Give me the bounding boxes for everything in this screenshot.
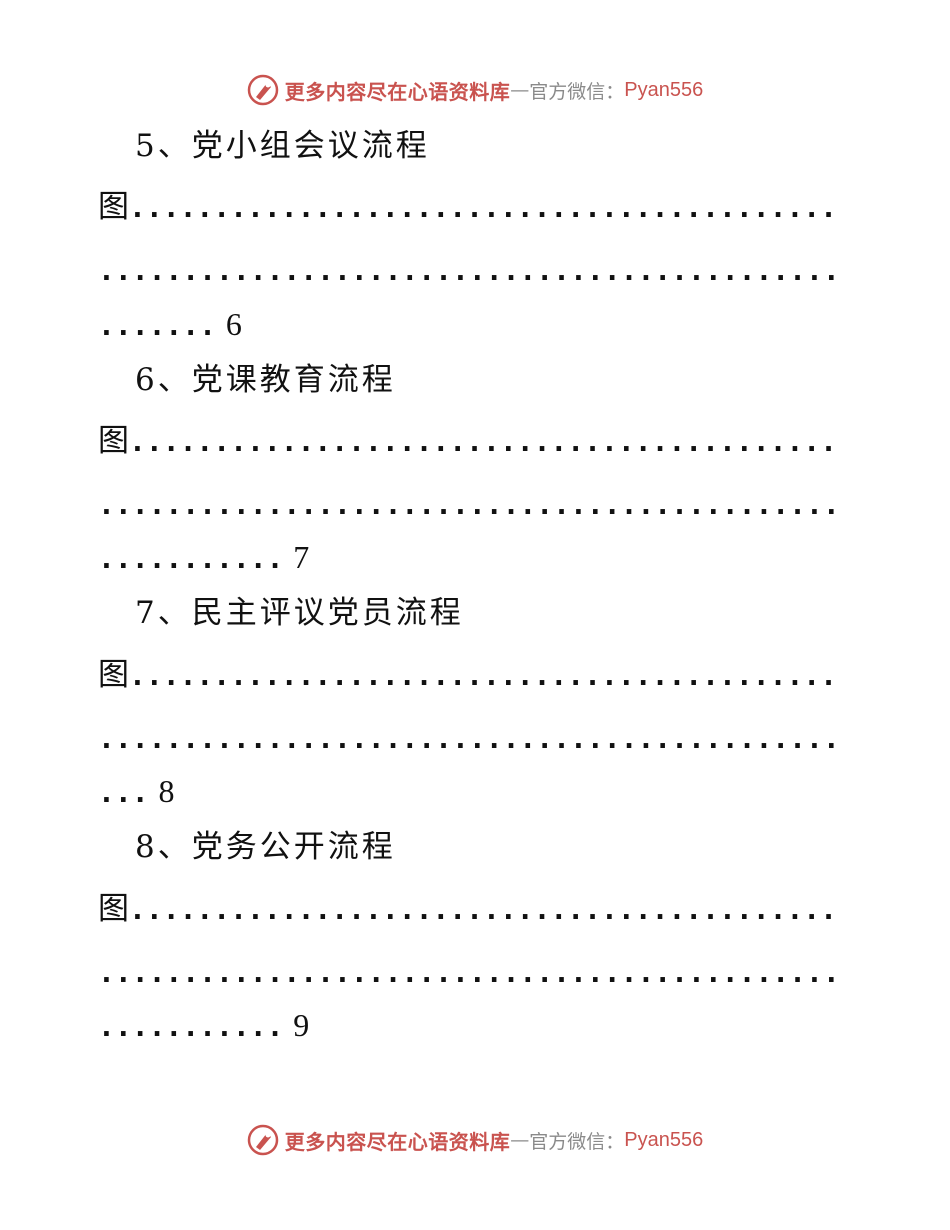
banner-wechat-id: Pyan556 <box>624 1128 704 1151</box>
banner-main-text: 更多内容尽在心语资料库 <box>284 79 511 104</box>
toc-entry-dots: ........................................… <box>98 488 843 521</box>
toc-entry-dots: 图.......................................… <box>98 891 843 927</box>
toc-entry-page-line: ... 8 <box>98 773 175 809</box>
toc-page-number: 9 <box>293 1007 310 1043</box>
toc-entry-page-line: ........... 9 <box>98 1007 310 1043</box>
toc-entry-dots: ........................................… <box>98 722 843 755</box>
toc-entry-dots: 图.......................................… <box>98 423 843 459</box>
header-watermark: 更多内容尽在心语资料库 — 官方微信： Pyan556 <box>0 70 950 110</box>
toc-entry-tail: 图 <box>98 189 129 225</box>
banner-dash: — <box>510 79 530 101</box>
toc-entry-title: 8、党务公开流程 <box>135 829 396 865</box>
banner-wechat-id: Pyan556 <box>624 78 704 101</box>
pen-logo-icon <box>247 74 278 106</box>
toc-page-number: 7 <box>293 539 310 575</box>
toc-page-number: 6 <box>225 306 242 342</box>
footer-watermark: 更多内容尽在心语资料库 — 官方微信： Pyan556 <box>0 1120 950 1160</box>
toc-entry-dots: ........................................… <box>98 956 843 989</box>
banner-official-label: 官方微信： <box>529 1130 625 1153</box>
toc-entry-title: 6、党课教育流程 <box>135 362 396 398</box>
toc-entry-tail: 图 <box>98 657 129 693</box>
banner-main-text: 更多内容尽在心语资料库 <box>284 1129 511 1154</box>
toc-page-number: 8 <box>158 773 175 809</box>
banner-dash: — <box>510 1129 530 1151</box>
toc-entry-dots: ........................................… <box>98 254 843 287</box>
toc-entry-page-line: ........... 7 <box>98 539 310 575</box>
toc-entry-title: 5、党小组会议流程 <box>135 128 430 164</box>
pen-logo-icon <box>247 1124 278 1156</box>
banner-official-label: 官方微信： <box>529 80 625 103</box>
toc-entry-page-line: ....... 6 <box>98 306 242 342</box>
toc-entry-title: 7、民主评议党员流程 <box>135 595 464 631</box>
toc-entry-tail: 图 <box>98 891 129 927</box>
toc-entry-tail: 图 <box>98 423 129 459</box>
toc-entry-dots: 图.......................................… <box>98 189 843 225</box>
toc-entry-dots: 图.......................................… <box>98 657 843 693</box>
